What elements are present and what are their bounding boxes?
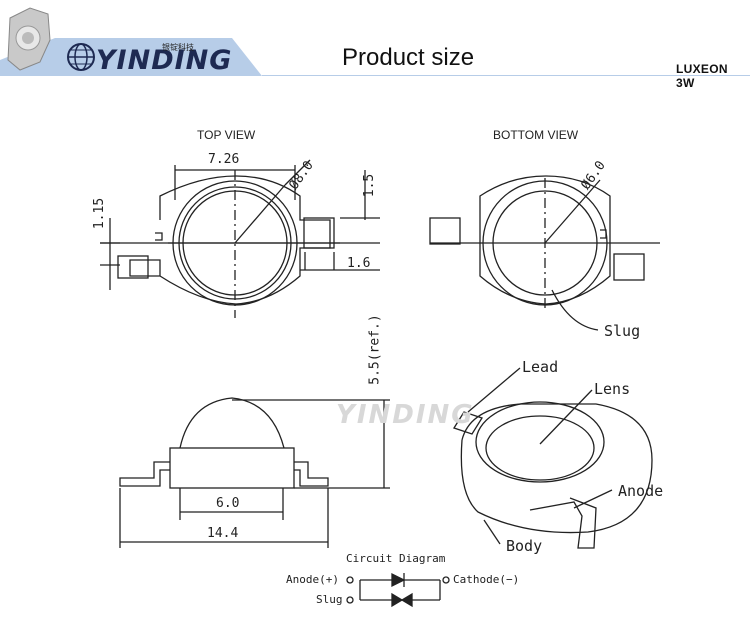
header-band (0, 0, 750, 76)
dim-height-ref: 5.5(ref.) (367, 314, 383, 385)
watermark-text: YINDING (336, 400, 475, 430)
top-view-drawing (100, 159, 380, 318)
led-photo-icon (7, 7, 51, 71)
dim-lead-height: 1.5 (362, 173, 378, 198)
circuit-slug-label: Slug (316, 593, 343, 606)
callout-anode: Anode (618, 482, 664, 500)
model-label: LUXEON 3W (676, 62, 728, 90)
circuit-cathode-label: Cathode(−) (453, 573, 520, 586)
circuit-anode-label: Anode(+) (286, 573, 339, 586)
callout-lead: Lead (522, 358, 559, 376)
dim-lead-width: 1.6 (347, 256, 371, 271)
circuit-diagram (346, 572, 450, 608)
dim-width-top: 7.26 (208, 152, 240, 167)
dim-height-left: 1.15 (92, 197, 108, 230)
callout-body: Body (506, 537, 543, 555)
isometric-view-drawing (453, 367, 653, 549)
top-view-title: TOP VIEW (197, 128, 256, 142)
circuit-title: Circuit Diagram (346, 552, 446, 565)
globe-logo-icon (67, 43, 95, 71)
header: YINDING 银锭科技 Product size LUXEON 3W (0, 0, 750, 90)
side-view-drawing (119, 397, 390, 548)
bottom-view-drawing (429, 175, 660, 331)
brand-chinese: 银锭科技 (162, 43, 194, 52)
dim-total-width: 14.4 (207, 526, 239, 541)
callout-slug: Slug (604, 322, 641, 340)
bottom-view-title: BOTTOM VIEW (493, 128, 579, 142)
page-title: Product size (342, 44, 475, 71)
callout-lens: Lens (594, 380, 631, 398)
dim-lens-width: 6.0 (216, 496, 240, 511)
brand-logo: YINDING (96, 45, 233, 76)
